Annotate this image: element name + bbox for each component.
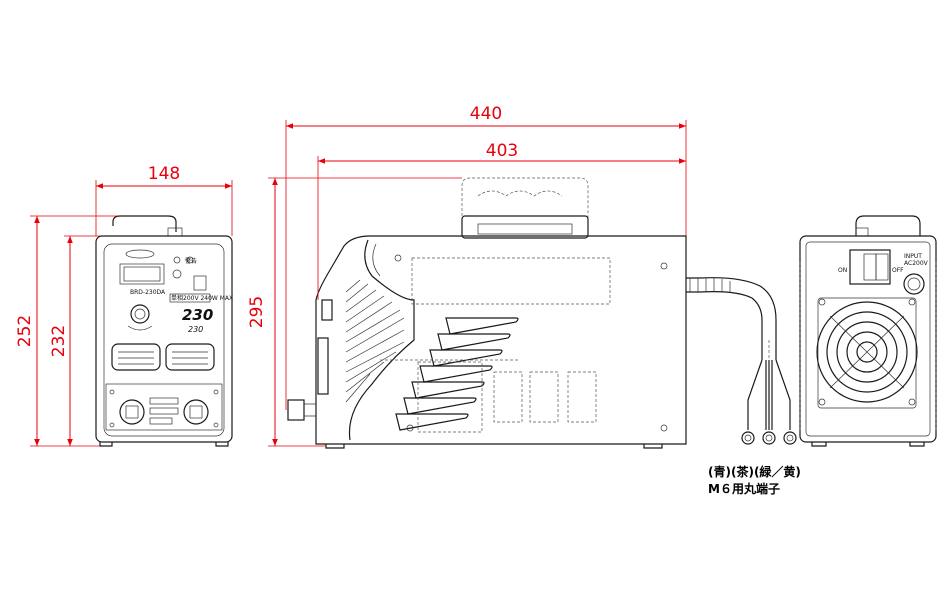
front-sub-number: 230 xyxy=(188,325,203,334)
dimension-232: 232 xyxy=(49,235,100,446)
dimension-403-label: 403 xyxy=(486,141,518,161)
cable-color-label: (青)(茶)(緑／黄) xyxy=(708,464,801,479)
front-model-text: BRD-230DA xyxy=(130,289,166,296)
rear-off-label: OFF xyxy=(892,267,904,274)
front-big-number: 230 xyxy=(182,306,213,324)
panel-indicator-text: 警告 xyxy=(185,257,197,265)
rear-view: ON OFF INPUT AC200V xyxy=(799,215,937,447)
rear-input-label: INPUT xyxy=(904,253,922,260)
dimension-403: 403 xyxy=(317,141,686,300)
dimension-295: 295 xyxy=(247,177,462,447)
side-view xyxy=(287,177,687,449)
dimension-440-label: 440 xyxy=(470,104,502,124)
rear-on-label: ON xyxy=(838,267,847,274)
rear-voltage-label: AC200V xyxy=(904,260,929,267)
front-rating-text: 単相200V 240W MAX xyxy=(171,294,233,302)
dimension-148: 148 xyxy=(95,164,233,236)
dimension-232-label: 232 xyxy=(49,325,69,357)
dimension-148-label: 148 xyxy=(148,164,180,184)
power-cable: (青)(茶)(緑／黄) M６用丸端子 xyxy=(686,277,801,496)
terminal-label: M６用丸端子 xyxy=(708,481,780,496)
dimension-295-label: 295 xyxy=(247,296,267,328)
dimension-440: 440 xyxy=(285,104,687,410)
dimension-252: 252 xyxy=(15,215,118,447)
front-view: 警告 BRD-230DA 単相200V 240W MAX 230 230 xyxy=(95,215,233,447)
dimension-252-label: 252 xyxy=(15,315,35,347)
